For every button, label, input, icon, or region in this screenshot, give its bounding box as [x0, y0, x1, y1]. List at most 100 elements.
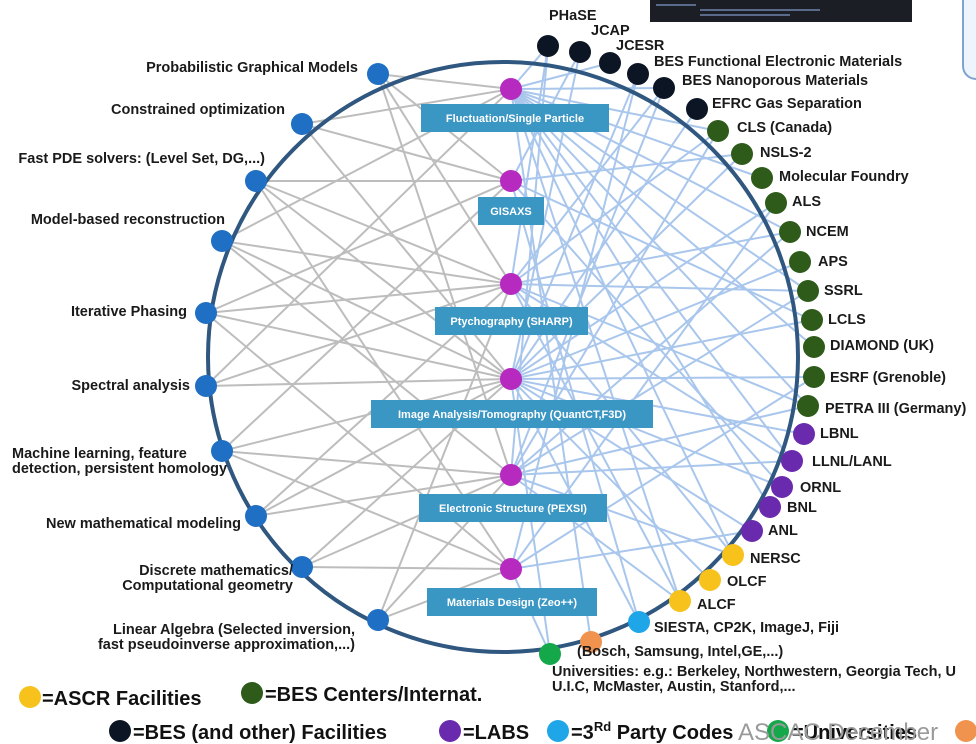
partner-project-edge — [510, 62, 611, 90]
partner-project-edge — [510, 530, 753, 570]
method-project-edge — [205, 180, 512, 314]
node-label: U.I.C, McMaster, Austin, Stanford,... — [552, 679, 796, 695]
partner-node-bes-center — [731, 143, 753, 165]
node-label: BES Nanoporous Materials — [682, 73, 868, 89]
node-label: LLNL/LANL — [812, 454, 892, 470]
partner-node-ascr — [669, 590, 691, 612]
partner-project-edge — [510, 88, 592, 643]
project-node — [500, 558, 522, 580]
node-label: Constrained optimization — [111, 102, 285, 118]
partner-node-ascr — [699, 569, 721, 591]
partner-node-bes-center — [797, 395, 819, 417]
node-labels: Probabilistic Graphical ModelsConstraine… — [12, 8, 966, 695]
node-label: Spectral analysis — [72, 378, 191, 394]
method-project-edge — [301, 88, 512, 125]
method-project-edge — [255, 180, 512, 285]
partner-node-bes-center — [801, 309, 823, 331]
node-label: Model-based reconstruction — [31, 212, 225, 228]
method-node — [291, 113, 313, 135]
method-project-edge — [301, 566, 512, 570]
project-box — [421, 104, 609, 132]
partner-project-edge — [510, 88, 681, 602]
project-node — [500, 368, 522, 390]
node-label: ALCF — [697, 597, 736, 613]
method-project-edge — [255, 180, 512, 380]
node-label: LBNL — [820, 426, 859, 442]
legend-swatch — [439, 720, 461, 742]
project-boxes: Fluctuation/Single ParticleGISAXSPtychog… — [371, 104, 653, 616]
node-label: Iterative Phasing — [71, 304, 187, 320]
outer-ring — [206, 60, 800, 654]
partner-project-edge — [510, 283, 809, 407]
node-label: BNL — [787, 500, 817, 516]
partner-project-edge — [510, 153, 743, 380]
node-label: NCEM — [806, 224, 849, 240]
partner-project-edge — [510, 130, 719, 285]
project-node — [500, 170, 522, 192]
method-node — [211, 230, 233, 252]
method-project-edge — [221, 240, 512, 380]
method-project-edge — [301, 123, 512, 380]
screenshot-thumbnail — [650, 0, 912, 22]
node-label: Probabilistic Graphical Models — [146, 60, 358, 76]
partner-node-ascr — [722, 544, 744, 566]
legend-swatch — [767, 720, 789, 742]
node-label: SIESTA, CP2K, ImageJ, Fiji — [654, 620, 839, 636]
partner-node-labs — [771, 476, 793, 498]
partner-project-edge — [510, 88, 771, 508]
node-label: JCAP — [591, 23, 630, 39]
legend-label: =ASCR Facilities — [42, 688, 202, 710]
legend-label: =BES (and other) Facilities — [133, 722, 387, 744]
partner-project-edge — [510, 231, 791, 476]
method-node — [291, 556, 313, 578]
project-label: GISAXS — [490, 206, 532, 218]
partner-project-edge — [510, 87, 665, 285]
legend: =ASCR Facilities =BES Centers/Internat. =B… — [19, 682, 976, 744]
legend-label: =Universities — [792, 722, 917, 744]
project-box — [427, 588, 597, 616]
method-project-edge — [255, 474, 512, 517]
project-label: Fluctuation/Single Particle — [446, 113, 584, 125]
legend-label: =LABS — [463, 722, 529, 744]
partner-node-bes-center — [803, 366, 825, 388]
legend-label: =BES Centers/Internat. — [265, 684, 482, 706]
method-node — [367, 63, 389, 85]
node-label: ESRF (Grenoble) — [830, 370, 946, 386]
node-label: PETRA III (Germany) — [825, 401, 966, 417]
node-label: PHaSE — [549, 8, 597, 24]
node-label: Linear Algebra (Selected inversion, — [113, 622, 355, 638]
partner-project-edge — [510, 474, 734, 556]
method-node — [195, 302, 217, 324]
node-label: NSLS-2 — [760, 145, 812, 161]
node-label: BES Functional Electronic Materials — [654, 54, 902, 70]
partner-node-bes-center — [707, 120, 729, 142]
method-project-edge — [221, 240, 512, 476]
partner-node-labs — [781, 450, 803, 472]
project-label: Image Analysis/Tomography (QuantCT,F3D) — [398, 409, 626, 421]
node-label: EFRC Gas Separation — [712, 96, 862, 112]
partner-node-labs — [759, 496, 781, 518]
node-label: Universities: e.g.: Berkeley, Northweste… — [552, 664, 956, 680]
project-label: Materials Design (Zeo++) — [447, 597, 578, 609]
project-node — [500, 464, 522, 486]
partner-project-edge — [510, 231, 791, 285]
legend-swatch — [955, 720, 976, 742]
method-project-edge — [301, 123, 512, 182]
method-node — [211, 440, 233, 462]
watermark-text: ASCAC December — [738, 719, 938, 744]
project-box — [419, 494, 607, 522]
method-node — [245, 505, 267, 527]
method-project-edge — [205, 283, 512, 314]
method-project-edge — [205, 88, 512, 387]
method-project-edge — [301, 474, 512, 568]
partner-project-edge — [510, 290, 809, 476]
partner-project-edge — [510, 87, 665, 90]
method-node — [245, 170, 267, 192]
node-label: New mathematical modeling — [46, 516, 241, 532]
node-label: OLCF — [727, 574, 767, 590]
partner-node-labs — [741, 520, 763, 542]
partner-project-edge — [510, 45, 549, 285]
project-label: Electronic Structure (PEXSI) — [439, 503, 587, 515]
method-project-edge — [205, 312, 512, 380]
